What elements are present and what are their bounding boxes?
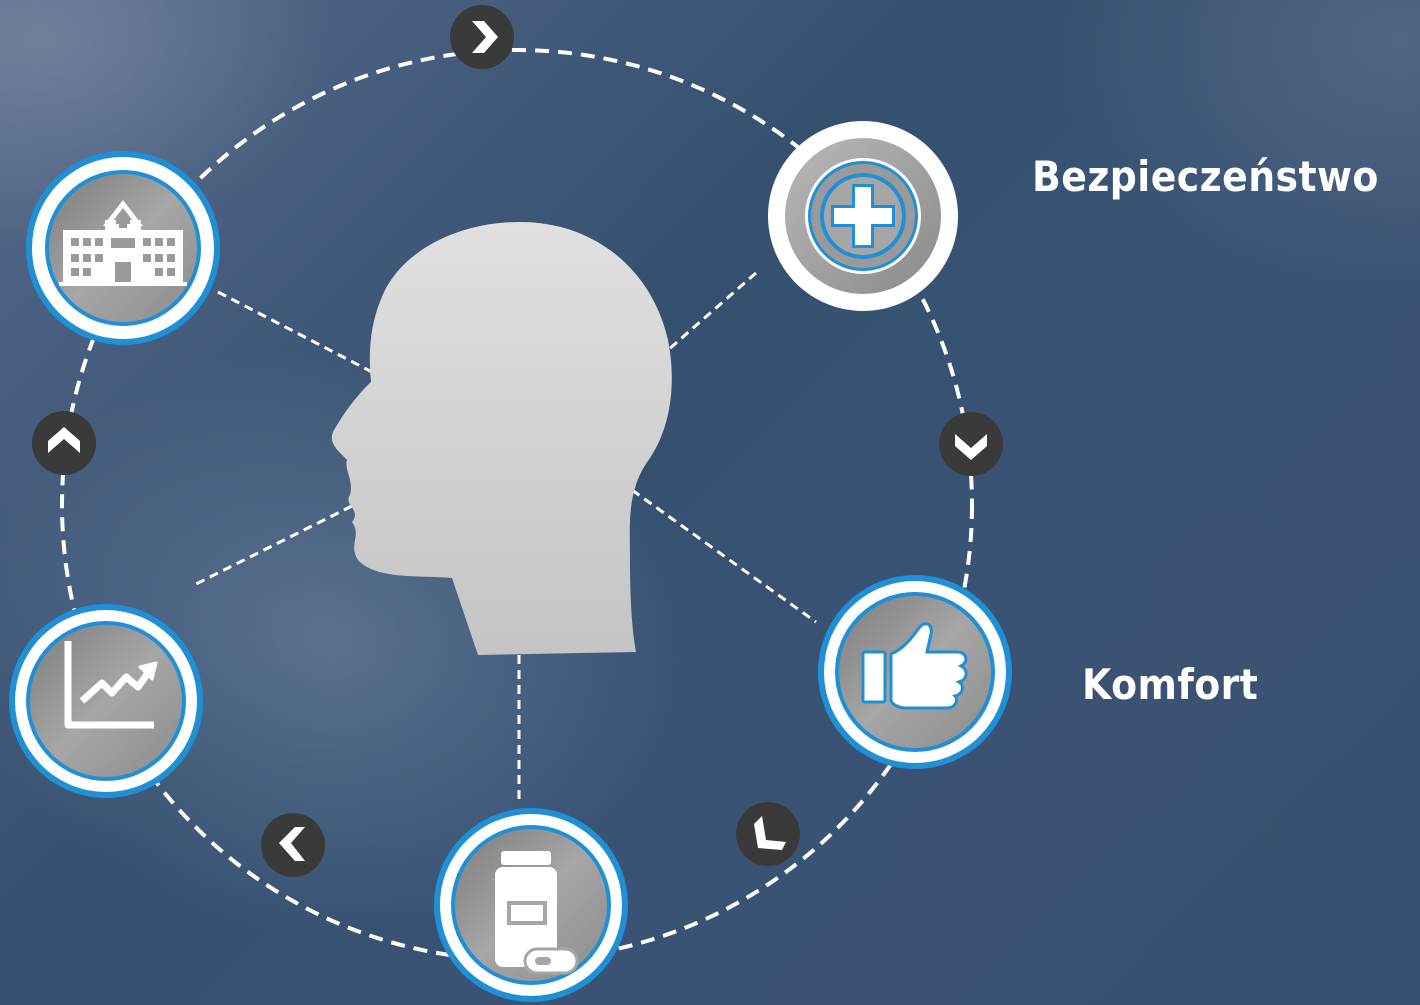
arrow-down-left-badge xyxy=(736,802,800,866)
arrow-right-badge xyxy=(450,5,514,69)
arrow-down-badge xyxy=(939,412,1003,476)
growth-chart-node[interactable] xyxy=(9,604,203,798)
connector-lines xyxy=(193,271,817,805)
chevron-left-icon xyxy=(279,827,305,861)
thumbs-up-icon xyxy=(861,622,968,710)
medicine-bottle-node[interactable] xyxy=(434,808,628,1002)
medical-cross-node[interactable] xyxy=(768,121,958,311)
comfort-label: Komfort xyxy=(1082,660,1259,709)
arrow-left-badge xyxy=(261,813,325,877)
chevron-down-icon xyxy=(955,434,987,460)
growth-chart-icon xyxy=(64,641,158,729)
chevron-down-left-icon xyxy=(754,816,786,850)
thumbs-up-node[interactable] xyxy=(818,575,1012,769)
arrow-up-badge xyxy=(32,411,96,475)
safety-label: Bezpieczeństwo xyxy=(1032,152,1379,201)
hospital-node[interactable] xyxy=(26,151,220,345)
medicine-bottle-icon xyxy=(495,851,579,975)
chevron-up-icon xyxy=(48,427,80,453)
chevron-right-icon xyxy=(472,21,498,53)
medical-cross-icon xyxy=(820,173,906,259)
head-silhouette xyxy=(331,222,672,655)
